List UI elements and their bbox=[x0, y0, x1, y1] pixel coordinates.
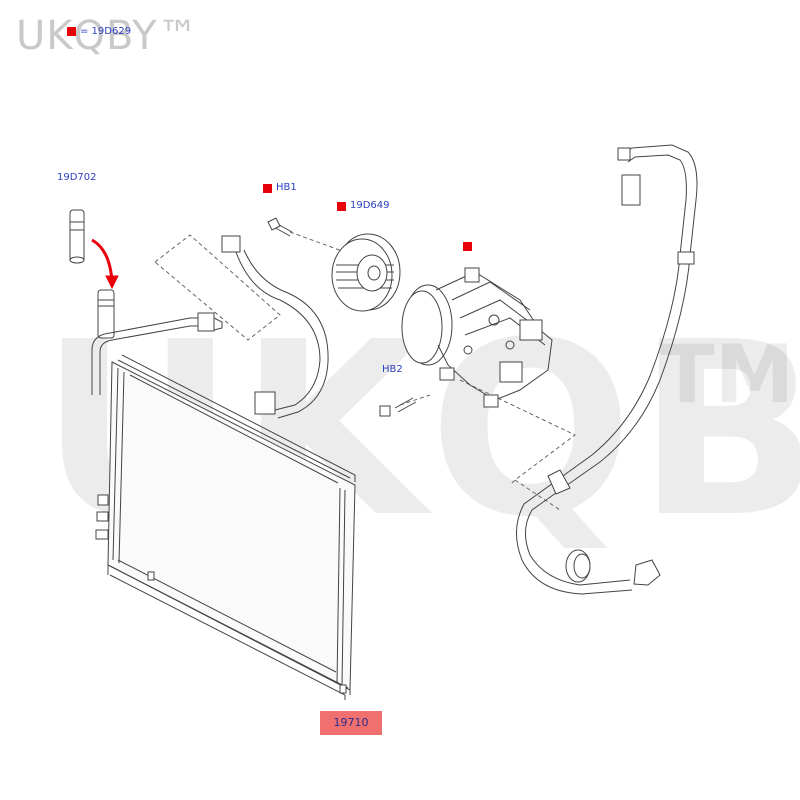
bolt-hb1 bbox=[267, 217, 293, 237]
compressor bbox=[401, 267, 553, 408]
marker-pulley bbox=[337, 202, 346, 211]
label-hb2: HB2 bbox=[382, 364, 403, 375]
condenser bbox=[95, 354, 356, 700]
suction-hose bbox=[516, 144, 698, 595]
watermark-center-tm: TM bbox=[660, 328, 795, 421]
legend-text: = 19D629 bbox=[80, 26, 132, 37]
dashed-leaders bbox=[154, 231, 576, 511]
legend-marker bbox=[67, 27, 76, 36]
bolt-hb2 bbox=[379, 397, 417, 417]
watermark-corner: UKQBY™ bbox=[16, 13, 199, 59]
label-drier-cap: 19D702 bbox=[57, 172, 97, 183]
drier-cap bbox=[69, 209, 85, 264]
drier-cylinder bbox=[97, 289, 115, 339]
discharge-hose bbox=[221, 235, 329, 419]
marker-compressor bbox=[463, 242, 472, 251]
pulley bbox=[331, 233, 401, 312]
label-condenser: 19710 bbox=[320, 711, 382, 735]
label-hb1: HB1 bbox=[276, 182, 297, 193]
marker-hb1 bbox=[263, 184, 272, 193]
label-pulley: 19D649 bbox=[350, 200, 390, 211]
condenser-pipe bbox=[91, 312, 223, 395]
